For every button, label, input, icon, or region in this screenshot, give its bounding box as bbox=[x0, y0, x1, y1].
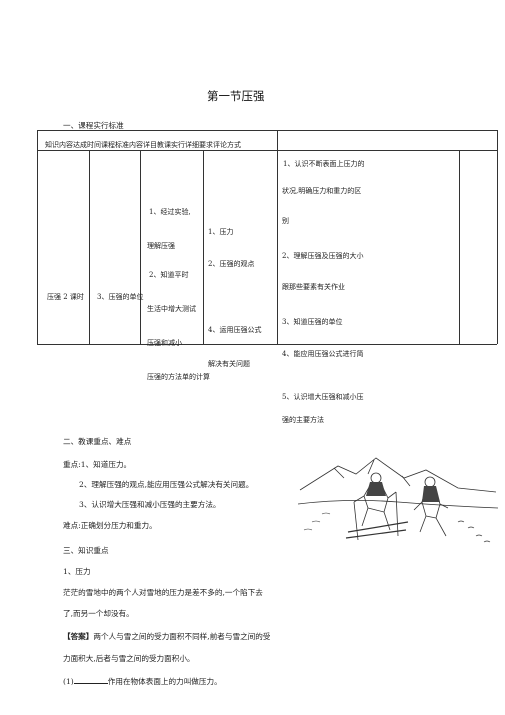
table-cell-standard: 压强的方法单的计算 bbox=[147, 373, 210, 381]
skiers-illustration bbox=[298, 457, 498, 543]
table-cell-requirement: 强的主要方法 bbox=[282, 416, 324, 424]
section-heading-2: 二、教课重点、难点 bbox=[63, 437, 132, 446]
item-heading: 1、压力 bbox=[63, 567, 91, 576]
question-number: (1) bbox=[63, 677, 74, 686]
section-heading-3: 三、知识重点 bbox=[63, 546, 109, 555]
table-cell-requirement: 2、理解压强及压强的大小 bbox=[282, 252, 364, 260]
question-line: (1) 作用在物体表面上的力叫做压力。 bbox=[63, 675, 222, 687]
table-cell-requirement: 3、知道压强的单位 bbox=[282, 318, 343, 326]
table-cell-requirement: 别 bbox=[282, 217, 289, 225]
table-cell-standard: 理解压强 bbox=[147, 242, 175, 250]
table-cell-detail: 1、压力 bbox=[208, 228, 234, 236]
fill-in-blank[interactable] bbox=[73, 675, 108, 684]
answer-text: 两个人与雪之间的受力面积不同样,前者与雪之间的受 bbox=[93, 632, 271, 641]
table-cell-requirement: 状况,明确压力和重力的区 bbox=[282, 187, 362, 195]
question-text: 作用在物体表面上的力叫做压力。 bbox=[107, 677, 222, 686]
table-cell-detail: 4、运用压强公式 bbox=[208, 326, 262, 334]
table-cell-standard: 2、知道平时 bbox=[149, 271, 189, 279]
table-cell-topic: 压强 2 课时 bbox=[47, 293, 84, 301]
table-header: 知识内容达成时间课程标准内容详目教课实行详细要求评论方式 bbox=[45, 141, 241, 149]
table-cell-standard: 生活中增大测试 bbox=[147, 305, 196, 313]
answer-line: 【答案】两个人与雪之间的受力面积不同样,前者与雪之间的受 bbox=[63, 631, 270, 642]
table-cell-requirement: 5、认识增大压强和减小压 bbox=[282, 393, 364, 401]
table-cell-detail: 解决有关问题 bbox=[208, 360, 250, 368]
answer-line: 力面积大,后者与雪之间的受力面积小。 bbox=[63, 654, 195, 663]
key-point: 2、理解压强的观点,能应用压强公式解决有关问题。 bbox=[79, 480, 254, 489]
table-cell-standard: 压强和减小 bbox=[147, 339, 182, 347]
key-point: 重点:1、知道压力。 bbox=[63, 460, 132, 469]
table-cell-requirement: 1、认识不断表面上压力的 bbox=[283, 160, 365, 168]
key-point: 3、认识增大压强和减小压强的主要方法。 bbox=[79, 500, 221, 509]
page-title: 第一节压强 bbox=[207, 89, 265, 103]
difficulty-point: 难点:正确划分压力和重力。 bbox=[63, 521, 157, 530]
table-cell-requirement: 4、能应用压强公式进行简 bbox=[282, 350, 364, 358]
table-cell-detail: 2、压强的观点 bbox=[208, 260, 255, 268]
table-cell-standard: 1、经过实验, bbox=[149, 208, 191, 216]
answer-tag: 【答案】 bbox=[63, 632, 94, 641]
section-heading-1: 一、课程实行标准 bbox=[63, 121, 124, 130]
table-cell-content: 3、压强的单位 bbox=[97, 293, 144, 301]
table-cell-requirement: 跟那些要素有关作业 bbox=[282, 283, 345, 291]
paragraph-line: 了,而另一个却没有。 bbox=[63, 609, 134, 618]
paragraph-line: 茫茫的雪地中的两个人对雪地的压力是差不多的,一个陷下去 bbox=[63, 588, 263, 597]
